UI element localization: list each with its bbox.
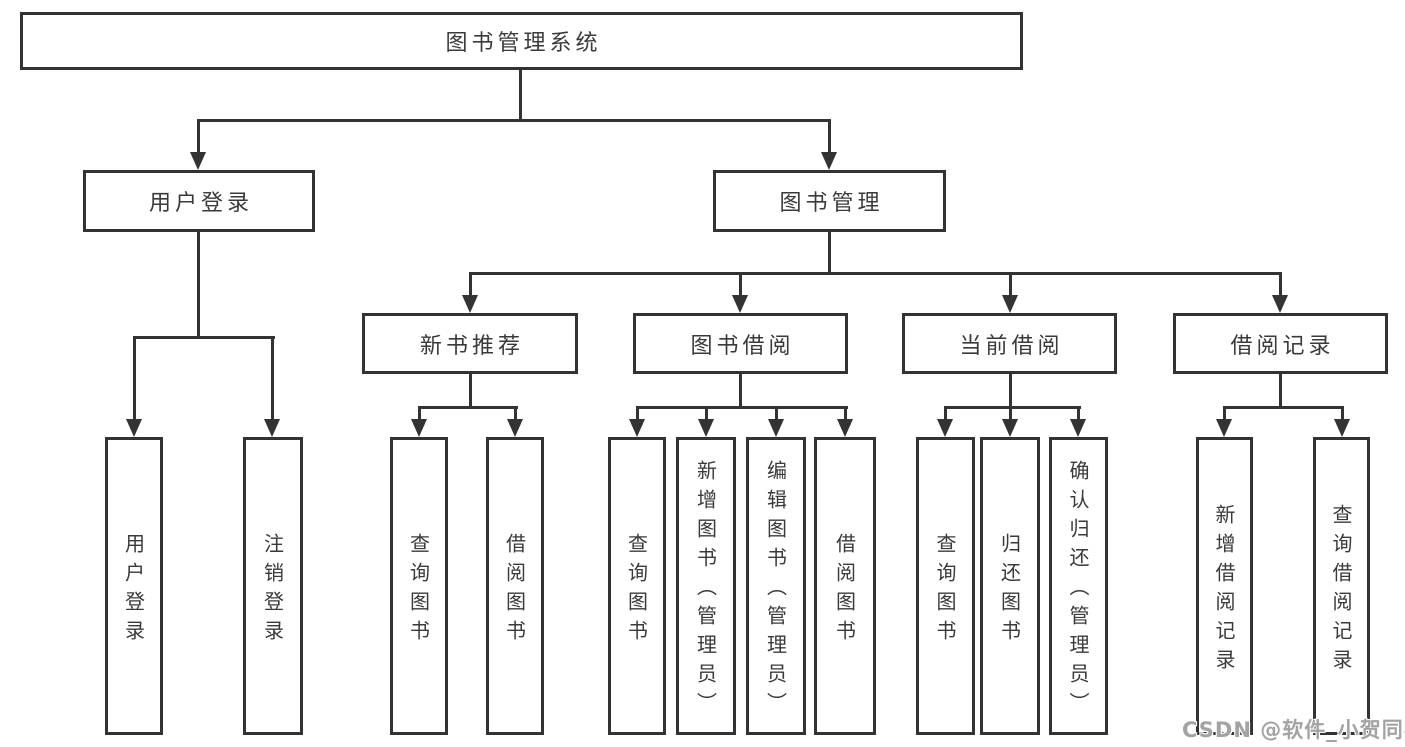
node-user-login: 用户登录 [83,170,315,232]
edge-arrowhead [507,419,523,437]
edge-line [197,119,831,122]
edge-arrowhead [1002,295,1018,313]
node-new-book-recommend: 新书推荐 [362,313,578,374]
edge-line [844,406,847,422]
leaf-borrow-books: 借阅图书 [814,437,876,735]
leaf-user-login: 用户登录 [105,437,163,735]
node-book-management-label: 图书管理 [779,191,884,216]
edge-line [944,406,1081,409]
edge-line [418,406,518,409]
leaf-query-borrow-record: 查询借阅记录 [1313,437,1370,735]
edge-line [133,336,275,339]
edge-line [519,70,522,122]
edge-line [705,406,708,422]
edge-line [197,119,200,155]
edge-line [1009,406,1012,422]
edge-line [1009,374,1012,409]
edge-arrowhead [462,295,478,313]
leaf-add-borrow-record-label: 新增借阅记录 [1212,503,1236,678]
edge-arrowhead [768,419,784,437]
edge-line [739,272,742,298]
edge-line [197,232,200,339]
leaf-add-books-admin-label: 新增图书（管理员） [693,460,718,721]
edge-arrowhead [1334,419,1350,437]
edge-arrowhead [1070,419,1086,437]
node-book-borrow: 图书借阅 [633,313,848,374]
leaf-query-borrow-record-label: 查询借阅记录 [1329,503,1353,678]
edge-arrowhead [837,419,853,437]
edge-line [418,406,421,422]
edge-line [514,406,517,422]
node-book-borrow-label: 图书借阅 [690,333,795,359]
node-book-management: 图书管理 [713,170,946,232]
node-current-borrow-label: 当前借阅 [959,333,1064,359]
edge-arrowhead [1272,295,1288,313]
edge-arrowhead [190,152,206,170]
node-user-login-label: 用户登录 [148,191,253,216]
leaf-logout: 注销登录 [243,437,303,735]
edge-line [271,336,274,422]
edge-arrowhead [698,419,714,437]
edge-line [469,272,472,298]
leaf-return-books-label: 归还图书 [997,532,1022,649]
leaf-user-login-label: 用户登录 [121,532,146,649]
edge-arrowhead [411,419,427,437]
node-new-book-recommend-label: 新书推荐 [419,333,524,359]
node-root: 图书管理系统 [20,12,1023,70]
edge-line [1279,374,1282,409]
edge-line [133,336,136,422]
node-root-label: 图书管理系统 [445,31,602,56]
edge-line [1077,406,1080,422]
edge-arrowhead [937,419,953,437]
edge-arrowhead [732,295,748,313]
leaf-confirm-return-admin-label: 确认归还（管理员） [1066,460,1090,721]
edge-arrowhead [629,419,645,437]
edge-line [1279,272,1282,298]
edge-arrowhead [821,152,837,170]
node-current-borrow: 当前借阅 [902,313,1117,374]
leaf-add-borrow-record: 新增借阅记录 [1196,437,1253,735]
edge-arrowhead [264,419,280,437]
leaf-query-books-current-label: 查询图书 [933,532,957,649]
edge-line [636,406,639,422]
leaf-add-books-admin: 新增图书（管理员） [676,437,736,735]
leaf-logout-label: 注销登录 [260,532,285,649]
edge-arrowhead [1216,419,1232,437]
leaf-confirm-return-admin: 确认归还（管理员） [1049,437,1108,735]
leaf-query-books-borrow: 查询图书 [608,437,666,735]
leaf-borrow-books-recommend: 借阅图书 [486,437,544,735]
edge-line [739,374,742,409]
edge-line [944,406,947,422]
leaf-edit-books-admin: 编辑图书（管理员） [746,437,806,735]
leaf-borrow-books-recommend-label: 借阅图书 [502,532,527,649]
node-borrow-records: 借阅记录 [1173,313,1388,374]
edge-line [775,406,778,422]
edge-line [1223,406,1226,422]
edge-line [469,374,472,409]
node-borrow-records-label: 借阅记录 [1230,333,1335,359]
edge-line [828,232,831,275]
edge-line [1223,406,1344,409]
csdn-watermark: CSDN @软件_小贺同学 [1182,718,1405,742]
edge-line [1009,272,1012,298]
leaf-query-books-recommend-label: 查询图书 [406,532,431,649]
leaf-edit-books-admin-label: 编辑图书（管理员） [763,460,788,721]
leaf-query-books-borrow-label: 查询图书 [624,532,649,649]
edge-arrowhead [126,419,142,437]
leaf-return-books: 归还图书 [980,437,1040,735]
edge-line [1341,406,1344,422]
edge-arrowhead [1002,419,1018,437]
edge-line [828,119,831,155]
edge-line [469,272,1282,275]
leaf-borrow-books-label: 借阅图书 [832,532,857,649]
leaf-query-books-current: 查询图书 [916,437,975,735]
leaf-query-books-recommend: 查询图书 [390,437,448,735]
edge-line [636,406,848,409]
